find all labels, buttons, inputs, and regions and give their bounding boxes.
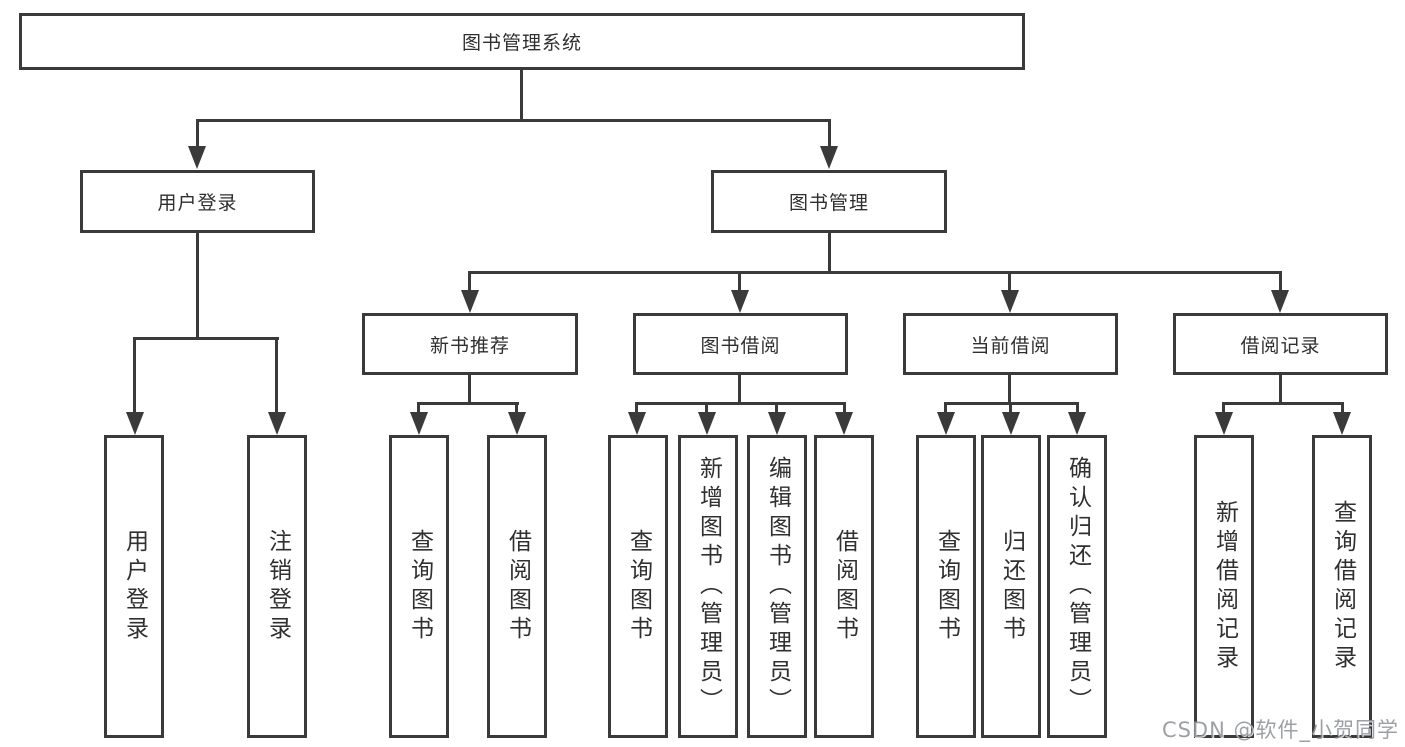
leaf-label: 注销登录 [264,528,291,645]
connector-line [196,119,199,149]
node-book-borrowing: 图书借阅 [633,313,848,375]
connector-line [196,119,831,122]
connector-line [775,402,778,416]
arrow-down-icon [1002,412,1020,435]
leaf-logout: 注销登录 [247,435,307,738]
leaf-label: 编辑图书（管理员） [764,456,791,717]
connector-line [417,402,519,405]
connector-line [635,402,846,405]
arrow-down-icon [768,412,786,435]
leaf-label: 查询图书 [933,528,960,645]
arrow-down-icon [410,412,428,435]
leaf-query-books-recommend: 查询图书 [389,435,449,738]
leaf-user-login: 用户登录 [104,435,164,738]
leaf-label: 借阅图书 [831,528,858,645]
arrow-down-icon [937,412,955,435]
leaf-label: 确认归还（管理员） [1064,456,1091,717]
arrow-down-icon [1215,412,1233,435]
connector-line [1008,375,1011,402]
connector-line [1009,402,1012,416]
connector-line [705,402,708,416]
arrow-down-icon [1333,412,1351,435]
connector-line [196,233,199,337]
leaf-label: 借阅图书 [504,528,531,645]
connector-line [1341,402,1344,416]
connector-line [1279,375,1282,402]
leaf-query-books-borrowing: 查询图书 [608,435,668,738]
arrow-down-icon [698,412,716,435]
connector-line [944,402,947,416]
node-current-borrowing: 当前借阅 [903,313,1118,375]
leaf-label: 查询借阅记录 [1329,499,1356,674]
connector-line [1076,402,1079,416]
connector-line [1222,402,1344,405]
connector-line [520,70,523,119]
connector-line [468,271,1282,274]
node-borrowing-records: 借阅记录 [1173,313,1388,375]
connector-line [843,402,846,416]
leaf-query-borrow-record: 查询借阅记录 [1312,435,1372,738]
node-new-book-recommend: 新书推荐 [362,313,578,375]
connector-line [738,375,741,402]
connector-line [133,337,136,416]
node-book-management: 图书管理 [711,170,947,233]
connector-line [515,402,518,416]
leaf-label: 查询图书 [406,528,433,645]
connector-line [275,337,278,416]
node-label: 当前借阅 [970,334,1051,357]
leaf-confirm-return-admin: 确认归还（管理员） [1047,435,1107,738]
leaf-label: 用户登录 [121,528,148,645]
arrow-down-icon [1271,290,1289,313]
arrow-down-icon [188,146,206,169]
connector-line [468,375,471,402]
arrow-down-icon [508,412,526,435]
connector-line [417,402,420,416]
leaf-label: 新增图书（管理员） [695,456,722,717]
leaf-add-borrow-record: 新增借阅记录 [1194,435,1254,738]
connector-line [133,337,279,340]
arrow-down-icon [835,412,853,435]
arrow-down-icon [820,146,838,169]
node-label: 用户登录 [157,192,238,214]
leaf-label: 新增借阅记录 [1211,499,1238,674]
connector-line [1008,271,1011,294]
arrow-down-icon [268,412,286,435]
arrow-down-icon [461,290,479,313]
connector-line [738,271,741,294]
arrow-down-icon [1068,412,1086,435]
arrow-down-icon [1001,290,1019,313]
node-user-login: 用户登录 [80,170,315,233]
connector-line [828,233,831,271]
node-label: 借阅记录 [1240,334,1321,357]
node-label: 图书管理系统 [461,32,582,54]
leaf-label: 归还图书 [998,528,1025,645]
connector-line [1222,402,1225,416]
leaf-return-books: 归还图书 [981,435,1041,738]
connector-line [468,271,471,294]
node-label: 图书管理 [788,192,869,214]
leaf-label: 查询图书 [625,528,652,645]
connector-line [635,402,638,416]
leaf-borrow-books-borrowing: 借阅图书 [814,435,874,738]
node-label: 新书推荐 [429,334,510,357]
node-library-management-system: 图书管理系统 [19,13,1025,70]
leaf-add-book-admin: 新增图书（管理员） [678,435,738,738]
leaf-borrow-books-recommend: 借阅图书 [487,435,547,738]
leaf-edit-book-admin: 编辑图书（管理员） [747,435,807,738]
node-label: 图书借阅 [700,334,781,357]
leaf-query-books-current: 查询图书 [916,435,976,738]
arrow-down-icon [126,412,144,435]
csdn-watermark: CSDN @软件_小贺同学 [1161,718,1399,742]
connector-line [828,119,831,149]
arrow-down-icon [628,412,646,435]
arrow-down-icon [731,290,749,313]
connector-line [1279,271,1282,294]
